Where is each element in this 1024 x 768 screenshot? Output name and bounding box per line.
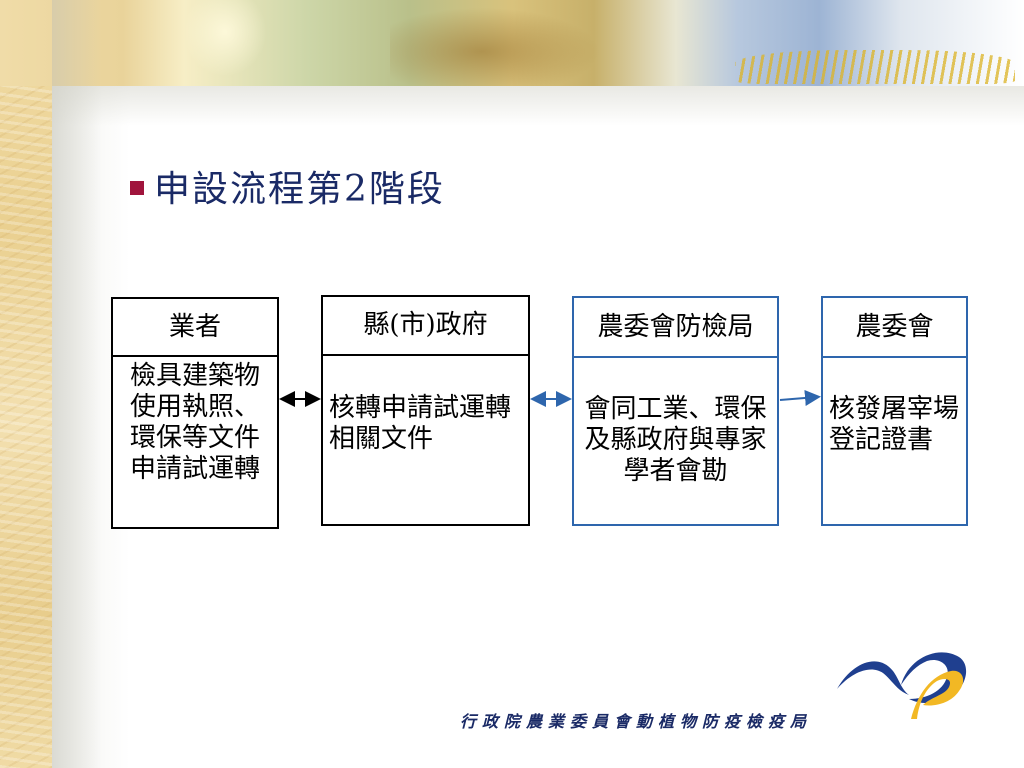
banner-leaf-decoration xyxy=(390,0,620,86)
flow-box-body: 核轉申請試運轉相關文件 xyxy=(329,393,512,454)
flow-box-operator: 業者 檢具建築物使用執照、環保等文件申請試運轉 xyxy=(111,297,279,529)
flow-box-header: 業者 xyxy=(113,299,277,357)
bullet-icon xyxy=(130,181,144,195)
agency-logo xyxy=(837,652,967,719)
background-texture-strip xyxy=(0,0,52,768)
banner-grain-decoration xyxy=(735,50,1015,84)
flow-box-inspection-bureau: 農委會防檢局 會同工業、環保及縣政府與專家學者會勘 xyxy=(572,296,779,526)
flow-box-header: 農委會防檢局 xyxy=(574,298,777,358)
flow-box-body: 會同工業、環保及縣政府與專家學者會勘 xyxy=(584,394,767,486)
slide-title-text: 申設流程第2階段 xyxy=(154,169,445,210)
banner-leaf-decoration xyxy=(180,0,270,80)
flow-box-county-government: 縣(市)政府 核轉申請試運轉相關文件 xyxy=(321,295,530,526)
forward-arrow-3 xyxy=(779,389,821,406)
flow-box-body: 核發屠宰場登記證書 xyxy=(829,394,960,455)
flow-box-header: 縣(市)政府 xyxy=(323,297,528,356)
slide-title: 申設流程第2階段 xyxy=(130,160,445,212)
organization-name: 行政院農業委員會動植物防疫檢疫局 xyxy=(460,712,813,731)
flow-box-council-of-agriculture: 農委會 核發屠宰場登記證書 xyxy=(821,296,968,526)
flow-box-body: 檢具建築物使用執照、環保等文件申請試運轉 xyxy=(129,361,260,484)
banner-shadow xyxy=(52,86,1024,126)
panel-shadow xyxy=(52,0,102,768)
flow-box-header: 農委會 xyxy=(823,298,966,358)
